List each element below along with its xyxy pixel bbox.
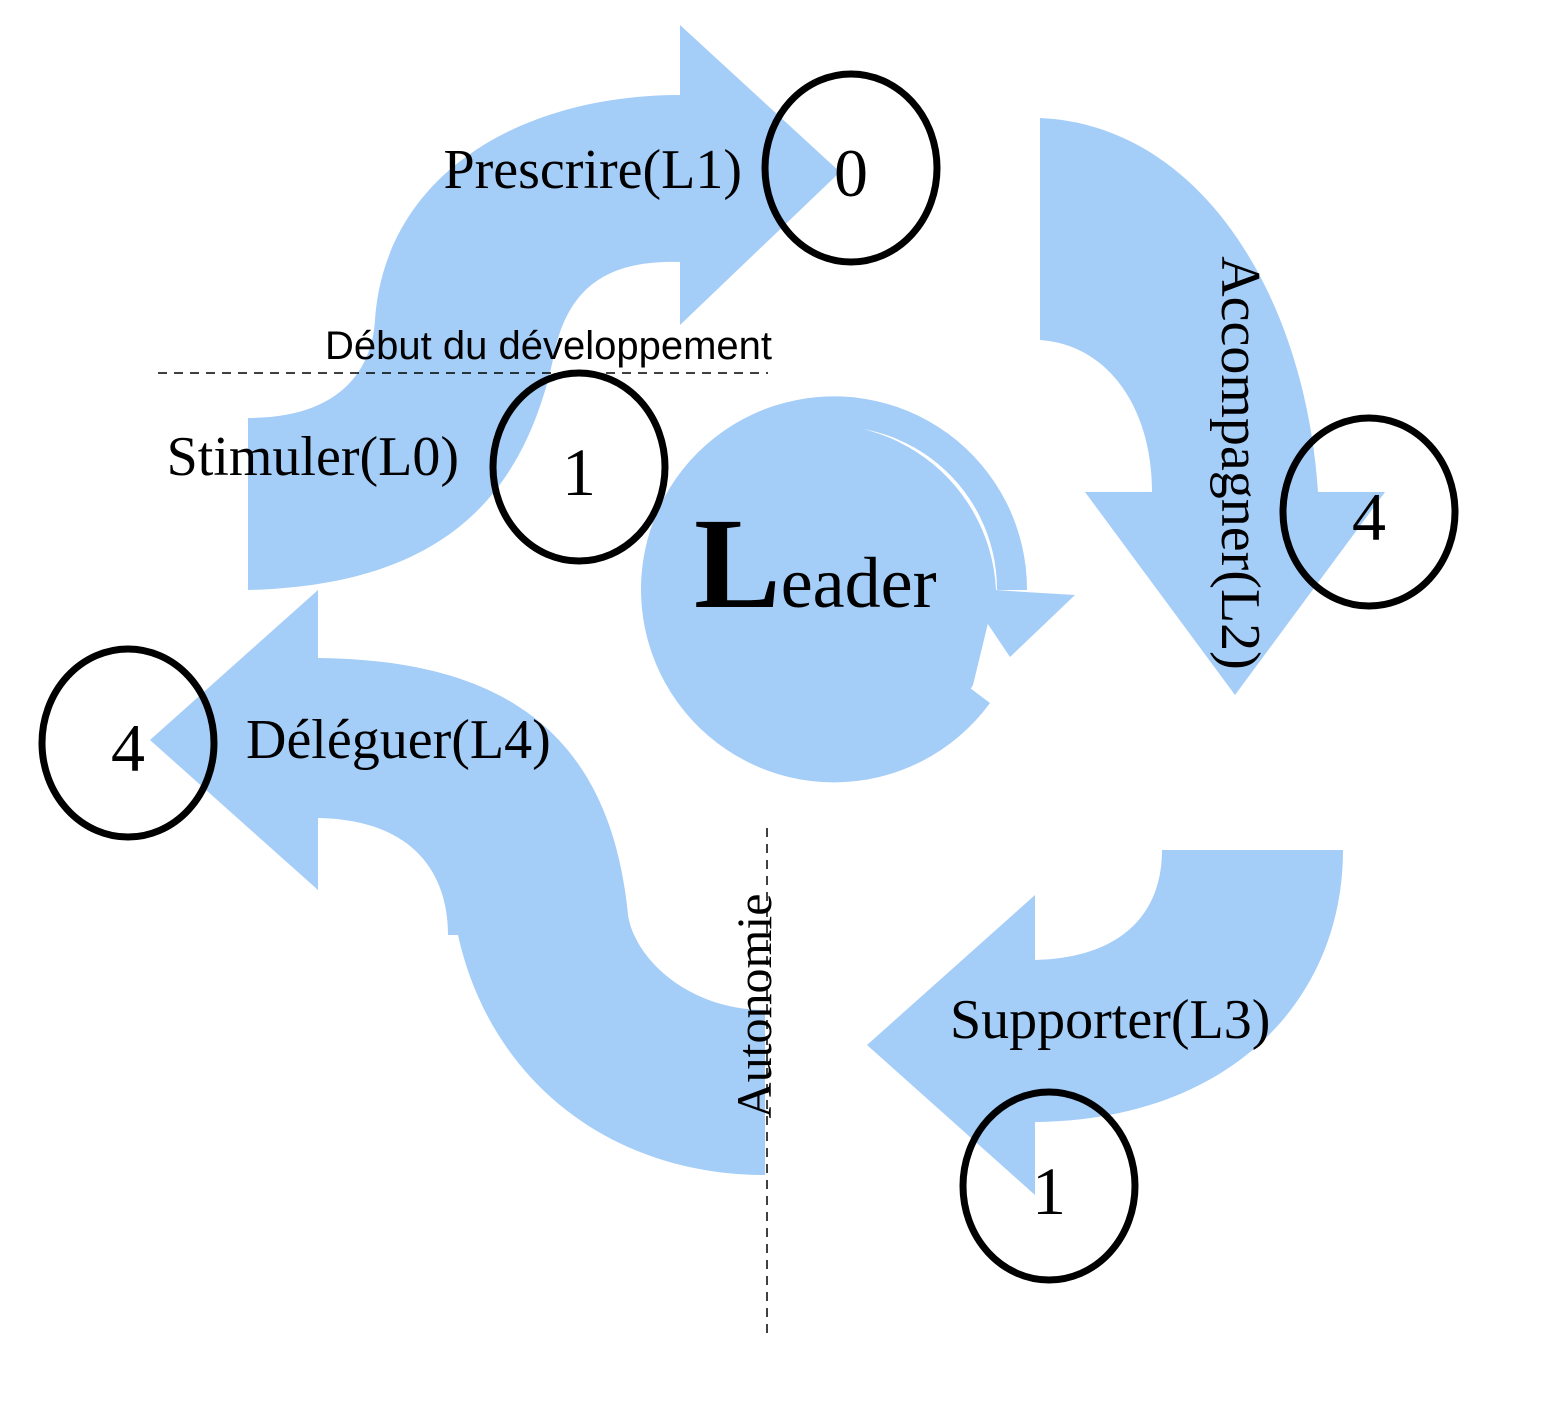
circle-deleguer: 4 bbox=[38, 645, 218, 841]
arrow-deleguer bbox=[150, 590, 765, 1175]
circle-stimuler: 1 bbox=[489, 369, 669, 565]
central-cycle-arrow bbox=[648, 424, 1075, 773]
label-prescrire: Prescrire(L1) bbox=[443, 139, 742, 201]
circle-accompagner-number: 4 bbox=[1352, 479, 1386, 555]
center-leader-initial: L bbox=[694, 492, 781, 636]
center-leader-rest: eader bbox=[781, 543, 937, 623]
label-deleguer: Déléguer(L4) bbox=[246, 709, 551, 771]
label-debut-developpement: Début du développement bbox=[325, 324, 772, 368]
label-autonomie: Autonomie bbox=[726, 894, 782, 1119]
circle-prescrire: 0 bbox=[761, 70, 941, 266]
arrow-supporter bbox=[867, 850, 1343, 1195]
circle-prescrire-number: 0 bbox=[834, 135, 868, 211]
circle-accompagner: 4 bbox=[1279, 414, 1459, 610]
label-supporter: Supporter(L3) bbox=[950, 989, 1270, 1051]
circle-stimuler-number: 1 bbox=[562, 434, 596, 510]
arrow-stimuler-to-prescrire bbox=[248, 25, 840, 590]
circle-supporter-number: 1 bbox=[1032, 1153, 1066, 1229]
circle-deleguer-number: 4 bbox=[111, 710, 145, 786]
label-accompagner: Accompagner(L2) bbox=[1209, 256, 1271, 670]
center-leader-label: Leader bbox=[694, 492, 937, 636]
label-stimuler: Stimuler(L0) bbox=[167, 426, 459, 488]
circle-supporter: 1 bbox=[959, 1088, 1139, 1284]
arrow-accompagner bbox=[1040, 118, 1385, 695]
